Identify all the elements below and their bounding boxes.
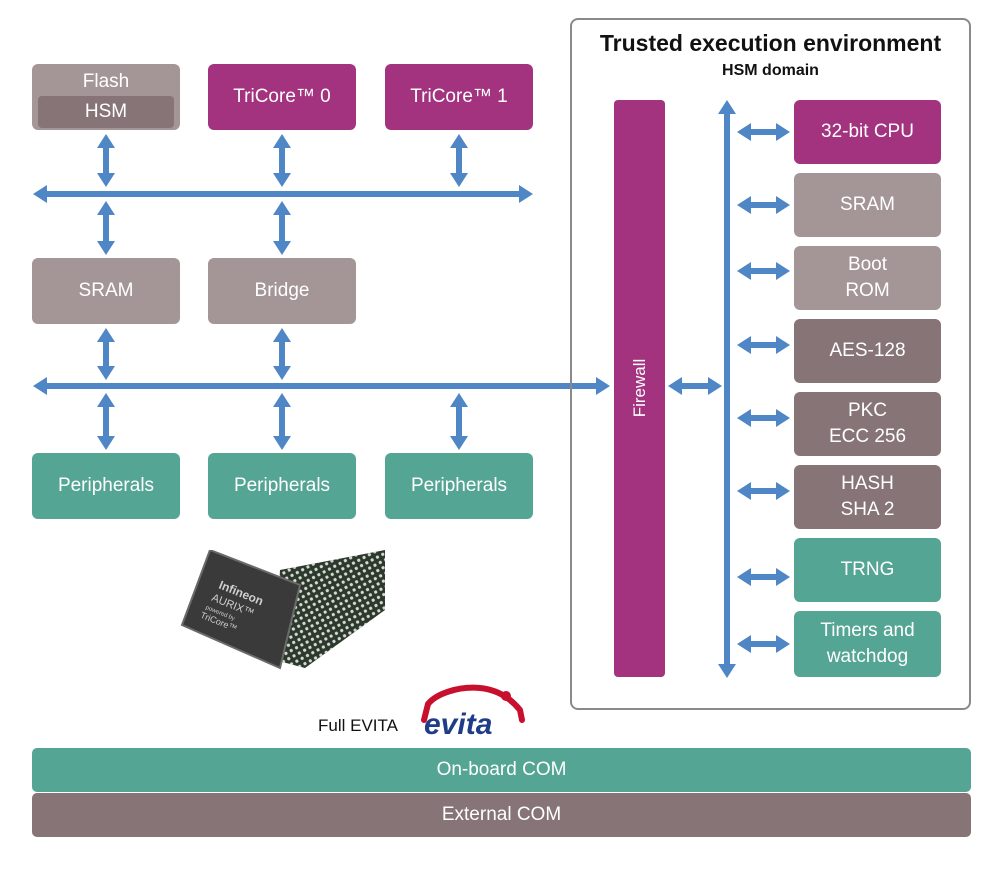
hsm-cpu-block: 32-bit CPU <box>794 100 941 164</box>
peripherals-block-2: Peripherals <box>208 453 356 519</box>
hsm-aes-block: AES-128 <box>794 319 941 383</box>
tee-subtitle: HSM domain <box>722 62 819 79</box>
hsm-bus-arrow <box>718 100 736 678</box>
aurix-chip-image: Infineon AURIX™ powered by TriCore™ <box>180 550 385 670</box>
tricore0-block: TriCore™ 0 <box>208 64 356 130</box>
hsm-sram-block: SRAM <box>794 173 941 237</box>
full-evita-label: Full EVITA <box>318 716 398 735</box>
tee-title: Trusted execution environment <box>599 30 942 56</box>
tricore1-bus-arrow <box>450 134 468 187</box>
hsm-module-arrow-2 <box>737 196 790 214</box>
peripherals-block-3: Peripherals <box>385 453 533 519</box>
tee-frame <box>570 18 971 710</box>
bus-bridge-arrow <box>273 201 291 255</box>
hsm-hash-block: HASH SHA 2 <box>794 465 941 529</box>
hsm-trng-block: TRNG <box>794 538 941 602</box>
firewall-hsmbus-arrow <box>668 377 722 395</box>
hsm-pkc-block: PKC ECC 256 <box>794 392 941 456</box>
hsm-module-arrow-1 <box>737 123 790 141</box>
upper-bus-arrow <box>33 185 533 203</box>
flash-label: Flash <box>82 71 130 92</box>
tricore0-bus-arrow <box>273 134 291 187</box>
firewall-block <box>614 100 665 677</box>
flash-bus-arrow <box>97 134 115 187</box>
onboard-com-bar: On-board COM <box>32 748 971 792</box>
sram-block: SRAM <box>32 258 180 324</box>
hsm-module-arrow-5 <box>737 409 790 427</box>
evita-logo: evita <box>421 684 525 736</box>
peripherals-block-1: Peripherals <box>32 453 180 519</box>
external-com-bar: External COM <box>32 793 971 837</box>
lowerbus-periph1-arrow <box>97 393 115 450</box>
bus-sram-arrow <box>97 201 115 255</box>
hsm-module-arrow-8 <box>737 635 790 653</box>
bridge-lowerbus-arrow <box>273 328 291 380</box>
hsm-timers-block: Timers and watchdog <box>794 611 941 677</box>
hsm-module-arrow-4 <box>737 336 790 354</box>
lowerbus-periph2-arrow <box>273 393 291 450</box>
firewall-label: Firewall <box>630 358 649 418</box>
lowerbus-periph3-arrow <box>450 393 468 450</box>
evita-logo-text: evita <box>424 708 492 736</box>
hsm-module-arrow-7 <box>737 568 790 586</box>
bridge-block: Bridge <box>208 258 356 324</box>
sram-lowerbus-arrow <box>97 328 115 380</box>
flash-hsm-block: HSM <box>38 96 174 128</box>
hsm-module-arrow-3 <box>737 262 790 280</box>
tricore1-block: TriCore™ 1 <box>385 64 533 130</box>
hsm-module-arrow-6 <box>737 482 790 500</box>
hsm-bootrom-block: Boot ROM <box>794 246 941 310</box>
lower-bus-arrow <box>33 377 610 395</box>
